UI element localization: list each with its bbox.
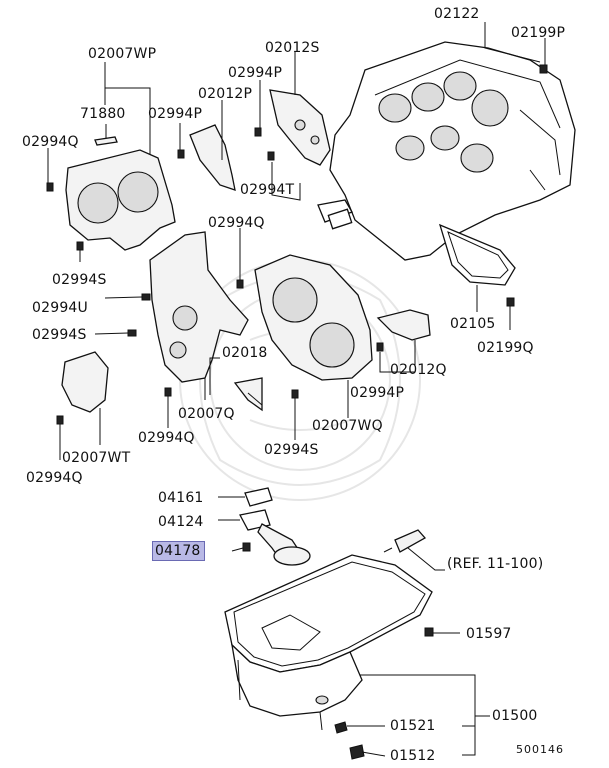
label-02994U[interactable]: 02994U [32,300,88,316]
label-02199P[interactable]: 02199P [511,25,566,41]
part-02012Q-bracket [376,309,431,341]
upper-timing-cover [65,149,176,251]
label-02007WQ[interactable]: 02007WQ [312,418,383,434]
bolts [46,64,548,425]
part-71880-seal [94,136,118,146]
leader-lines [47,22,546,757]
label-02012P[interactable]: 02012P [198,86,253,102]
label-01597[interactable]: 01597 [466,626,512,642]
label-02994Q-b[interactable]: 02994Q [208,215,265,231]
lower-rear-cover [149,231,249,383]
front-timing-cover [254,254,373,381]
label-02018[interactable]: 02018 [222,345,268,361]
label-02105[interactable]: 02105 [450,316,496,332]
label-02007Q[interactable]: 02007Q [178,406,235,422]
label-02994T[interactable]: 02994T [240,182,295,198]
label-02012S[interactable]: 02012S [265,40,320,56]
engine-block [317,41,576,261]
oil-strainer [239,487,427,566]
label-04161[interactable]: 04161 [158,490,204,506]
label-02007WT[interactable]: 02007WT [62,450,131,466]
label-71880[interactable]: 71880 [80,106,126,122]
label-01521[interactable]: 01521 [390,718,436,734]
label-04124[interactable]: 04124 [158,514,204,530]
figure-number: 500146 [516,743,564,756]
reference-note[interactable]: (REF. 11-100) [447,556,544,572]
label-02012Q[interactable]: 02012Q [390,362,447,378]
label-04178-highlighted[interactable]: 04178 [152,541,205,561]
label-02994S-c[interactable]: 02994S [264,442,319,458]
label-02122[interactable]: 02122 [434,6,480,22]
oil-pan [224,554,434,760]
label-02994P-b[interactable]: 02994P [148,106,203,122]
label-02994P-a[interactable]: 02994P [228,65,283,81]
label-01512[interactable]: 01512 [390,748,436,764]
part-02105-plate [438,223,516,286]
label-02199Q[interactable]: 02199Q [477,340,534,356]
label-02994Q-a[interactable]: 02994Q [22,134,79,150]
label-02007WP[interactable]: 02007WP [88,46,157,62]
part-02007WT-mount [61,351,109,413]
label-02994Q-d[interactable]: 02994Q [26,470,83,486]
part-02012P-bracket [189,124,236,191]
label-02994Q-c[interactable]: 02994Q [138,430,195,446]
label-01500[interactable]: 01500 [492,708,538,724]
label-02994S-a[interactable]: 02994S [52,272,107,288]
label-02994P-c[interactable]: 02994P [350,385,405,401]
label-02994S-b[interactable]: 02994S [32,327,87,343]
